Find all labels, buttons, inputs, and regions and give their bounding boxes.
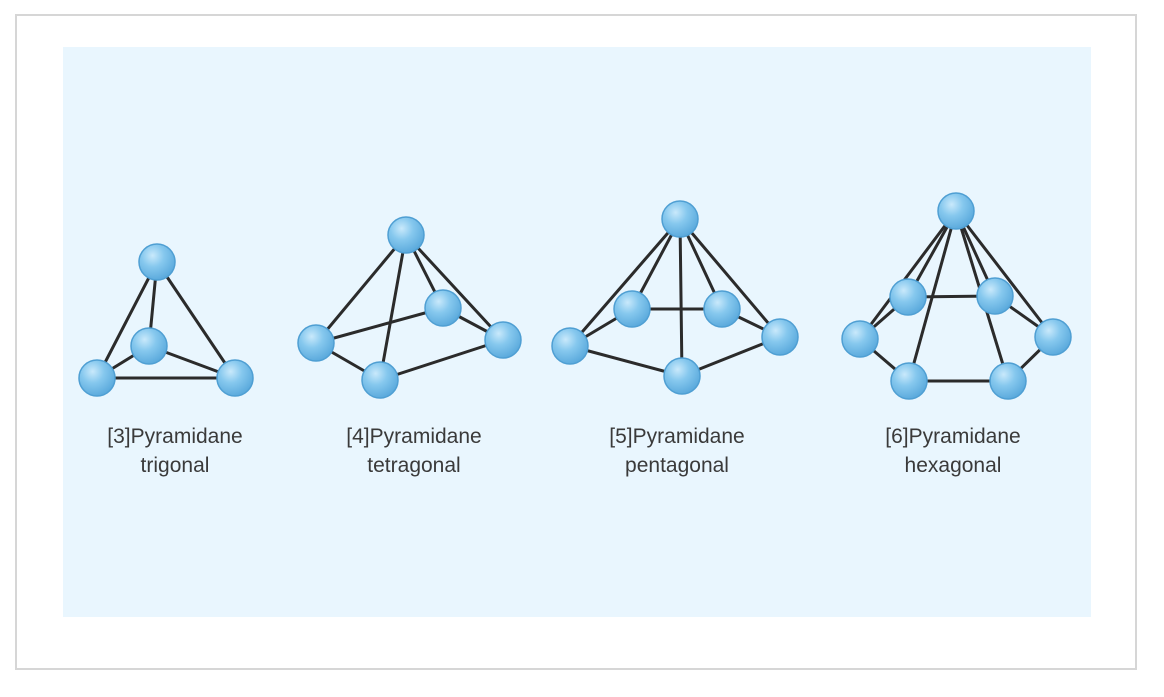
molecule-5-pyramidane <box>551 200 799 395</box>
atom <box>361 361 399 399</box>
molecule-geometry: hexagonal <box>904 454 1002 477</box>
bonds-3 <box>95 260 237 380</box>
molecule-geometry: trigonal <box>140 454 210 477</box>
atom <box>661 200 699 238</box>
atom <box>78 359 116 397</box>
atom <box>841 320 879 358</box>
bond <box>858 209 958 341</box>
atom <box>138 243 176 281</box>
molecule-name: [4]Pyramidane <box>346 425 482 448</box>
atom <box>130 327 168 365</box>
bond <box>314 306 445 345</box>
atoms-3 <box>78 243 254 397</box>
bond <box>95 260 159 380</box>
molecule-3-pyramidane <box>78 243 254 397</box>
bond <box>404 233 505 342</box>
atom <box>387 216 425 254</box>
atom <box>890 362 928 400</box>
atoms-6 <box>841 192 1072 400</box>
bond <box>314 233 408 345</box>
atom <box>216 359 254 397</box>
atom <box>1034 318 1072 356</box>
molecule-name: [3]Pyramidane <box>107 425 243 448</box>
caption-4-pyramidane: [4]Pyramidane tetragonal <box>304 422 524 480</box>
molecule-geometry: pentagonal <box>625 454 729 477</box>
atom <box>297 324 335 362</box>
bond <box>568 217 682 348</box>
bonds-4 <box>314 233 505 382</box>
atom <box>484 321 522 359</box>
atom <box>703 290 741 328</box>
bond <box>678 217 782 339</box>
atom <box>613 290 651 328</box>
atom <box>663 357 701 395</box>
atom <box>761 318 799 356</box>
molecule-geometry: tetragonal <box>367 454 461 477</box>
bonds-6 <box>858 209 1055 383</box>
molecule-name: [6]Pyramidane <box>885 425 1021 448</box>
bond <box>378 338 505 382</box>
atom <box>989 362 1027 400</box>
bonds-5 <box>568 217 782 378</box>
bond <box>954 209 1055 339</box>
bond <box>378 233 408 382</box>
molecule-name: [5]Pyramidane <box>609 425 745 448</box>
molecule-4-pyramidane <box>297 216 522 399</box>
atoms-5 <box>551 200 799 395</box>
caption-5-pyramidane: [5]Pyramidane pentagonal <box>567 422 787 480</box>
atom <box>976 277 1014 315</box>
caption-6-pyramidane: [6]Pyramidane hexagonal <box>843 422 1063 480</box>
caption-3-pyramidane: [3]Pyramidane trigonal <box>65 422 285 480</box>
atom <box>937 192 975 230</box>
molecule-6-pyramidane <box>841 192 1072 400</box>
atom <box>551 327 589 365</box>
bond <box>155 260 237 380</box>
atom <box>424 289 462 327</box>
atoms-4 <box>297 216 522 399</box>
bond <box>568 344 684 378</box>
atom <box>889 278 927 316</box>
bond <box>678 217 684 378</box>
